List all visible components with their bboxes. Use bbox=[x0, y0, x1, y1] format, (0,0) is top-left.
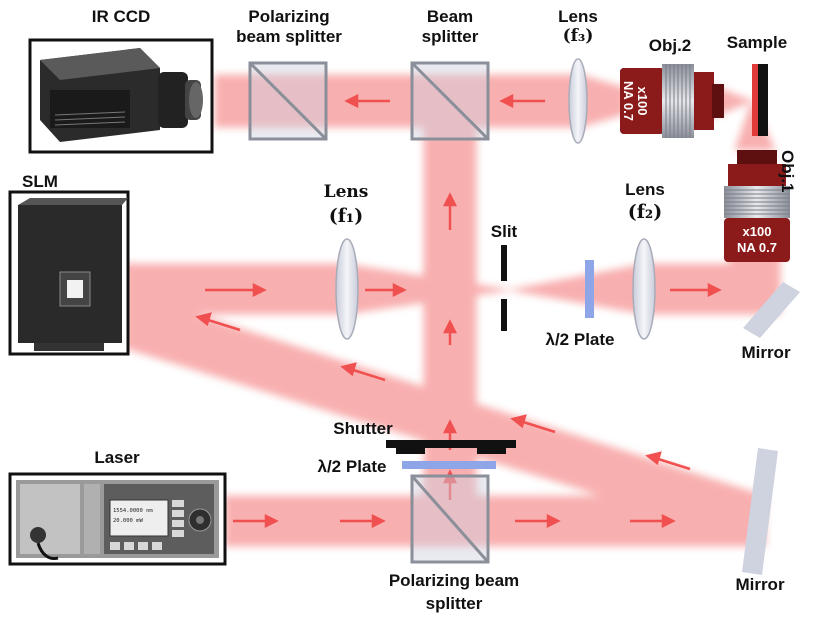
label-pbs-bottom-line1: Polarizing beam bbox=[388, 571, 520, 590]
obj2-magnification: x100 bbox=[635, 87, 650, 116]
beam-focus-out bbox=[509, 263, 646, 315]
label-mirror-top: Mirror bbox=[741, 343, 791, 362]
label-ir-ccd: IR CCD bbox=[91, 7, 151, 26]
arrow-right bbox=[515, 513, 561, 529]
label-half-wave-plate-top: λ/2 Plate bbox=[545, 330, 615, 349]
mirror-bottom bbox=[742, 448, 778, 575]
mirror-top bbox=[743, 282, 800, 338]
laser-display-line2: 20.000 mW bbox=[113, 518, 143, 524]
slm-device bbox=[8, 190, 130, 356]
arrow-right bbox=[205, 282, 267, 298]
half-wave-plate-top bbox=[585, 260, 594, 318]
arrow-up-left bbox=[340, 362, 386, 382]
label-slit: Slit bbox=[490, 222, 518, 241]
label-lens1-line1: Lens bbox=[323, 182, 369, 202]
obj1-na: NA 0.7 bbox=[737, 240, 777, 255]
label-obj1: Obj.1 bbox=[778, 150, 797, 193]
label-laser: Laser bbox=[94, 448, 140, 467]
arrow-right bbox=[630, 513, 676, 529]
ir-ccd-camera bbox=[28, 38, 214, 154]
laser-beams bbox=[124, 74, 781, 547]
label-slm: SLM bbox=[22, 172, 58, 191]
label-lens1-line2: (f₁) bbox=[328, 205, 364, 227]
label-lens2-line1: Lens bbox=[625, 180, 665, 199]
label-lens2-line2: (f₂) bbox=[627, 201, 663, 223]
polarizing-beam-splitter-bottom bbox=[410, 474, 490, 564]
obj1-magnification: x100 bbox=[743, 224, 772, 239]
arrow-up-left bbox=[195, 312, 241, 332]
label-half-wave-plate-bottom: λ/2 Plate bbox=[317, 457, 387, 476]
label-bs-line1: Beam bbox=[426, 7, 474, 26]
arrow-left bbox=[344, 93, 390, 109]
objective-1: x100 NA 0.7 bbox=[724, 150, 790, 262]
laser-display-line1: 1554.0000 nm bbox=[113, 508, 153, 514]
slit bbox=[501, 245, 507, 331]
beam-splitter-top bbox=[410, 61, 490, 141]
lens-f3 bbox=[568, 58, 588, 144]
label-pbs-bottom-line2: splitter bbox=[425, 594, 483, 613]
arrow-right bbox=[233, 513, 279, 529]
label-obj2: Obj.2 bbox=[648, 36, 692, 55]
arrow-up-left bbox=[510, 414, 556, 434]
label-shutter: Shutter bbox=[333, 419, 393, 438]
label-bs-line2: splitter bbox=[421, 27, 479, 46]
direction-arrows bbox=[195, 93, 722, 529]
lens-f1 bbox=[335, 238, 359, 340]
label-pbs-top-line2: beam splitter bbox=[236, 27, 342, 46]
arrow-up bbox=[442, 319, 458, 345]
laser-source: 1554.0000 nm 20.000 mW bbox=[8, 472, 227, 566]
arrow-left bbox=[499, 93, 545, 109]
sample bbox=[752, 64, 768, 136]
half-wave-plate-bottom bbox=[402, 461, 496, 469]
label-lens3-line1: Lens bbox=[558, 7, 598, 26]
lens-f2 bbox=[632, 238, 656, 340]
label-lens3-line2: (f₃) bbox=[562, 26, 594, 46]
label-mirror-bottom: Mirror bbox=[735, 575, 785, 594]
arrow-right bbox=[365, 282, 407, 298]
label-pbs-top-line1: Polarizing bbox=[248, 7, 330, 26]
shutter bbox=[386, 440, 516, 454]
objective-2: x100 NA 0.7 bbox=[620, 64, 724, 138]
obj2-na: NA 0.7 bbox=[621, 81, 636, 121]
arrow-right bbox=[340, 513, 386, 529]
arrow-right bbox=[670, 282, 722, 298]
label-sample: Sample bbox=[726, 33, 788, 52]
polarizing-beam-splitter-top bbox=[248, 61, 328, 141]
arrow-up bbox=[442, 192, 458, 230]
beam-vertical-center bbox=[423, 84, 477, 526]
arrow-up-left bbox=[645, 451, 691, 471]
